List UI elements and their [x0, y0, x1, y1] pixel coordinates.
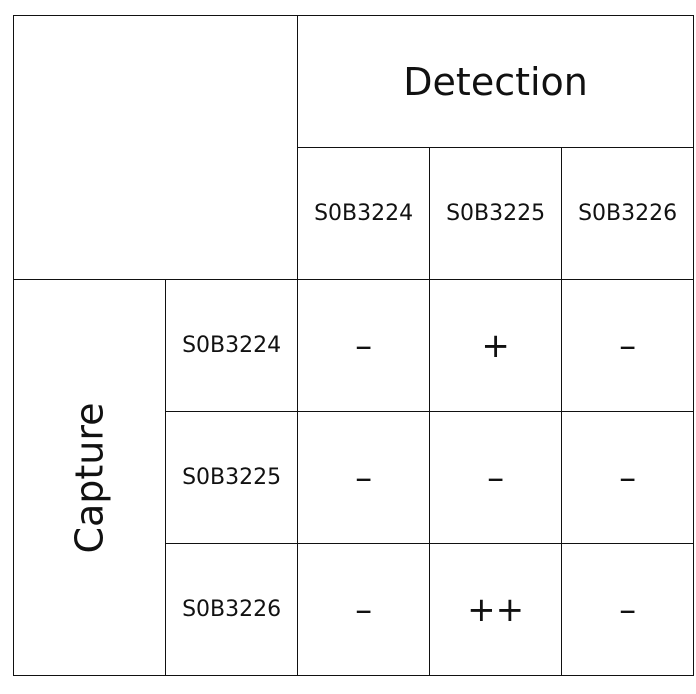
column-header: S0B3225 — [429, 147, 563, 280]
row-header: S0B3226 — [165, 543, 299, 676]
detection-header: Detection — [297, 15, 695, 148]
result-cell: – — [297, 411, 431, 544]
result-cell: – — [561, 411, 695, 544]
table-row: S0B3225 – – – — [14, 411, 695, 544]
table-row: S0B3226 – ++ – — [14, 543, 695, 676]
result-cell: – — [561, 279, 695, 412]
result-cell: – — [429, 411, 563, 544]
capture-detection-matrix: Detection S0B3224 S0B3225 S0B3226 Captur… — [12, 15, 695, 676]
result-cell: – — [297, 279, 431, 412]
column-header: S0B3226 — [561, 147, 695, 280]
empty-corner-cell — [12, 15, 299, 280]
result-cell: ++ — [429, 543, 563, 676]
table-row: Capture S0B3224 – + – — [12, 279, 695, 676]
row-header: S0B3225 — [165, 411, 299, 544]
capture-header: Capture — [12, 279, 167, 676]
row-header: S0B3224 — [165, 279, 299, 412]
result-cell: + — [429, 279, 563, 412]
column-header: S0B3224 — [297, 147, 431, 280]
result-cell: – — [561, 543, 695, 676]
result-cell: – — [297, 543, 431, 676]
capture-label: Capture — [67, 401, 112, 554]
